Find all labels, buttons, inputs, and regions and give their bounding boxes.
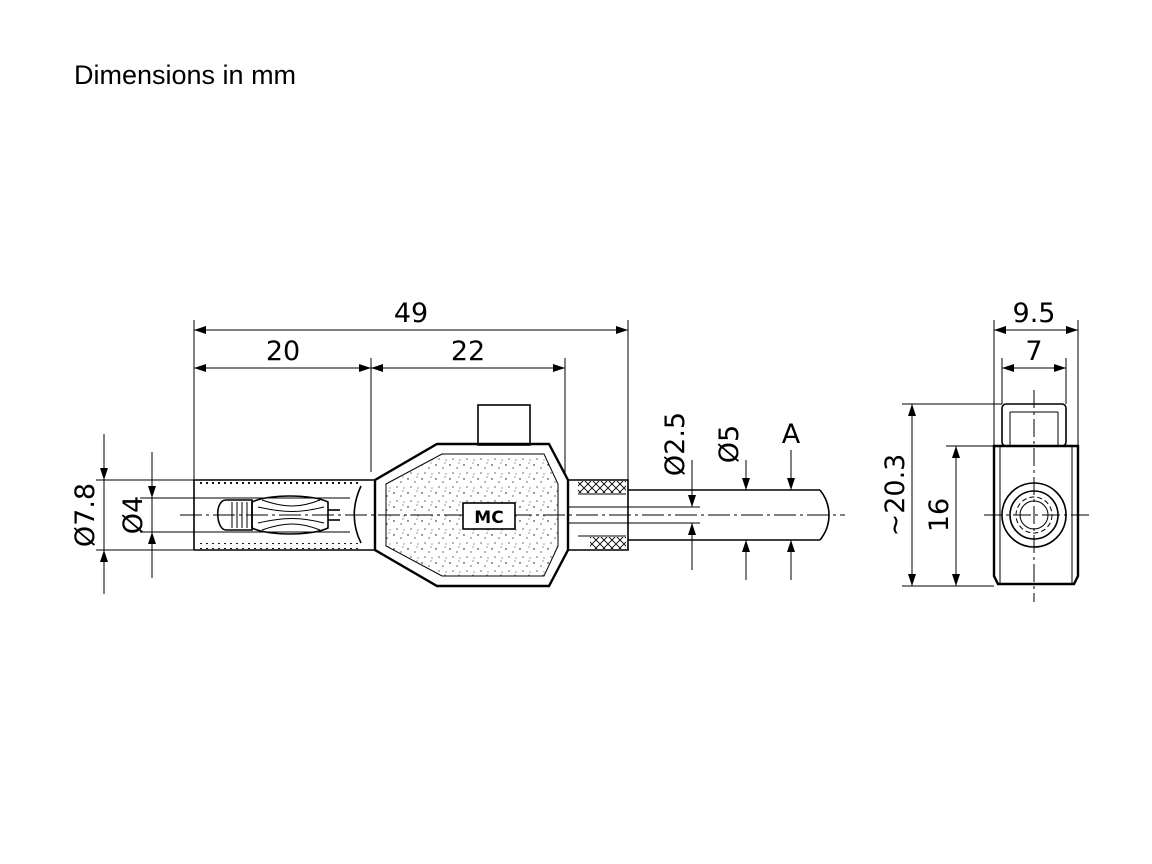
dim-9-5: 9.5 bbox=[993, 298, 1079, 446]
dim-49-label: 49 bbox=[394, 298, 428, 329]
dim-7: 7 bbox=[1001, 336, 1067, 404]
mc-logo-text: MC bbox=[474, 508, 503, 528]
dim-dia-5-label: Ø5 bbox=[714, 425, 745, 463]
dim-a: A bbox=[782, 419, 801, 580]
dim-7-label: 7 bbox=[1025, 336, 1042, 367]
dim-dia-7-8-label: Ø7.8 bbox=[70, 483, 101, 547]
dim-9-5-label: 9.5 bbox=[1013, 298, 1056, 329]
side-view: MC 49 20 bbox=[70, 298, 845, 594]
dim-dia-7-8: Ø7.8 bbox=[70, 434, 194, 594]
dim-dia-5: Ø5 bbox=[714, 425, 750, 580]
banana-pin bbox=[216, 495, 340, 535]
dim-dia-2-5-label: Ø2.5 bbox=[660, 412, 691, 476]
dim-20: 20 bbox=[194, 336, 372, 472]
dim-dia-4: Ø4 bbox=[118, 452, 210, 578]
dim-16-label: 16 bbox=[924, 498, 955, 532]
dim-a-label: A bbox=[782, 419, 801, 450]
dim-20-3-label: ~20.3 bbox=[880, 454, 911, 537]
dim-20-3: ~20.3 bbox=[880, 403, 1002, 587]
end-view: 9.5 7 ~20.3 16 bbox=[880, 298, 1090, 602]
connector-body: MC bbox=[373, 404, 570, 588]
dim-22-label: 22 bbox=[451, 336, 485, 367]
dim-dia-2-5: Ø2.5 bbox=[660, 412, 696, 570]
page-title: Dimensions in mm bbox=[74, 60, 297, 90]
cable bbox=[568, 489, 830, 541]
plug-sleeve bbox=[193, 479, 375, 551]
dim-22: 22 bbox=[371, 336, 566, 474]
mc-logo bbox=[462, 502, 516, 530]
strain-relief bbox=[568, 479, 629, 551]
dim-20-label: 20 bbox=[266, 336, 300, 367]
side-socket bbox=[477, 404, 531, 446]
dim-49: 49 bbox=[193, 298, 629, 480]
dim-16: 16 bbox=[924, 445, 994, 587]
dim-dia-4-label: Ø4 bbox=[118, 496, 149, 534]
